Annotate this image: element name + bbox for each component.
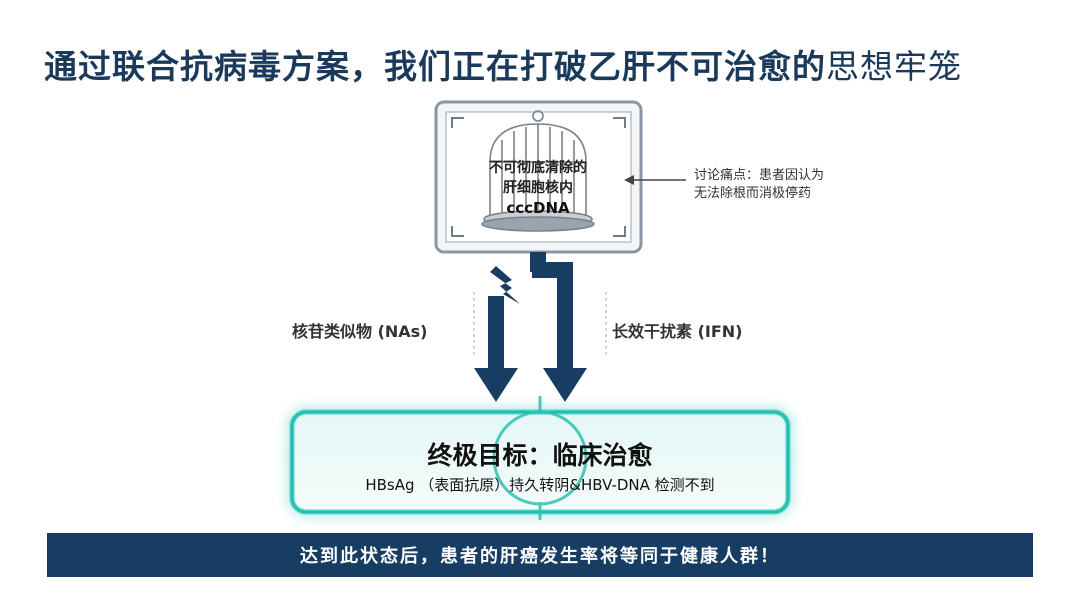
banner-text: 达到此状态后，患者的肝癌发生率将等同于健康人群！: [300, 546, 780, 567]
ifn-arrow: [543, 368, 587, 402]
page-title-tail: 思想牢笼: [826, 47, 962, 86]
note-pointer-arrow: [624, 175, 686, 185]
note-line1: 讨论痛点：患者因认为: [694, 168, 825, 183]
connector: [488, 252, 573, 368]
goal-title: 终极目标：临床治愈: [427, 441, 653, 470]
nas-label: 核苷类似物 (NAs): [292, 322, 428, 341]
cage-label-line2: 肝细胞核内: [503, 180, 573, 196]
ifn-label: 长效干扰素 (IFN): [612, 322, 743, 341]
cage-label-line3: cccDNA: [506, 199, 570, 217]
note-line2: 无法除根而消极停药: [694, 186, 812, 201]
page-title-main: 通过联合抗病毒方案，我们正在打破乙肝不可治愈的: [44, 47, 826, 86]
bottom-banner: 达到此状态后，患者的肝癌发生率将等同于健康人群！: [47, 533, 1033, 577]
lightning-icon: [490, 266, 520, 304]
birdcage-icon: [481, 110, 595, 232]
cage-label-line1: 不可彻底清除的: [489, 160, 587, 176]
page-title: 通过联合抗病毒方案，我们正在打破乙肝不可治愈的思想牢笼: [44, 40, 962, 88]
cage-label: 不可彻底清除的 肝细胞核内 cccDNA: [463, 158, 613, 218]
goal-subtitle: HBsAg （表面抗原）持久转阴&HBV-DNA 检测不到: [365, 476, 715, 494]
pain-point-note: 讨论痛点：患者因认为 无法除根而消极停药: [694, 167, 824, 203]
target-icon: [492, 396, 588, 520]
nas-arrow: [474, 368, 518, 402]
